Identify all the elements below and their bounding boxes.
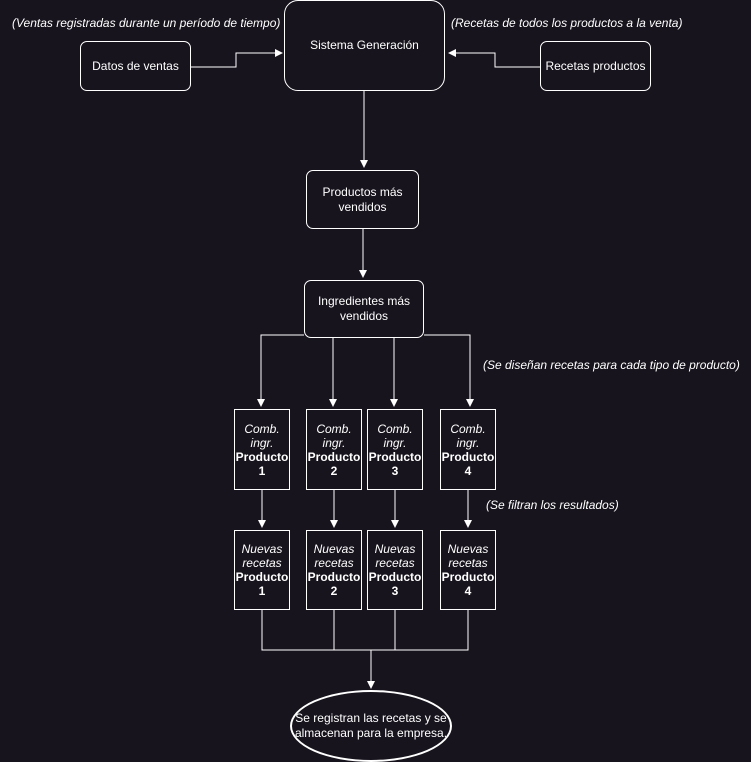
top-ingredients-node: Ingredientes más vendidos <box>304 280 424 338</box>
combo-4-line1: Comb. <box>450 421 486 436</box>
new-recipes-4-line2: recetas <box>448 556 488 570</box>
filter-results-note: (Se filtran los resultados) <box>486 498 619 512</box>
combo-4-line2: ingr. <box>456 435 480 450</box>
new-recipes-1-line1: Nuevas <box>241 542 283 556</box>
edge-sales-to-system <box>191 49 283 68</box>
sales-data-node: Datos de ventas <box>80 41 191 91</box>
top-products-node: Productos más vendidos <box>306 170 419 229</box>
system-label: Sistema Generación <box>310 38 419 52</box>
combo-2-line2: ingr. <box>322 435 346 450</box>
top-ingredients-label: Ingredientes más vendidos <box>317 294 411 323</box>
new-recipes-3-line4: 3 <box>391 584 399 598</box>
combo-3-line2: ingr. <box>383 435 407 450</box>
combo-3-line3: Producto <box>368 449 422 464</box>
new-recipes-3-line3: Producto <box>368 570 422 584</box>
top-products-label: Productos más vendidos <box>322 184 403 214</box>
new-recipes-2-line2: recetas <box>314 556 354 570</box>
new-recipes-2-line3: Producto <box>307 570 361 584</box>
edge-ingredients-branch <box>260 334 304 406</box>
edge-recipes-to-system <box>448 49 540 68</box>
new-recipes-1-line4: 1 <box>258 584 266 598</box>
sales-data-label: Datos de ventas <box>92 58 179 73</box>
new-recipes-1-line2: recetas <box>242 556 282 570</box>
combo-4-line3: Producto <box>441 449 495 464</box>
combo-2-line1: Comb. <box>316 421 352 436</box>
new-recipes-2-line4: 2 <box>330 584 338 598</box>
final-storage-label: Se registran las recetas y se almacenan … <box>294 711 448 740</box>
edge-ingredients-branch-right <box>424 334 471 406</box>
combo-2-line4: 2 <box>330 463 338 478</box>
new-recipes-4-line3: Producto <box>441 570 495 584</box>
edge-merge-bus <box>261 610 469 651</box>
new-recipes-3-line1: Nuevas <box>374 542 416 556</box>
combo-3-line1: Comb. <box>377 421 413 436</box>
new-recipes-3-line2: recetas <box>375 556 415 570</box>
new-recipes-4-line1: Nuevas <box>447 542 489 556</box>
product-recipes-node: Recetas productos <box>540 41 651 91</box>
combo-2-line3: Producto <box>307 449 361 464</box>
final-storage-node: Se registran las recetas y se almacenan … <box>290 690 452 762</box>
design-recipes-note: (Se diseñan recetas para cada tipo de pr… <box>483 358 740 372</box>
new-recipes-1-line3: Producto <box>235 570 289 584</box>
combo-1-line4: 1 <box>258 463 266 478</box>
product-recipes-label: Recetas productos <box>545 58 646 73</box>
combo-1-line1: Comb. <box>244 421 280 436</box>
combo-1-line2: ingr. <box>250 435 274 450</box>
combo-4-line4: 4 <box>464 463 472 478</box>
new-recipes-4-line4: 4 <box>464 584 472 598</box>
new-recipes-2-line1: Nuevas <box>313 542 355 556</box>
system-node: Sistema Generación <box>284 0 445 91</box>
all-recipes-note: (Recetas de todos los productos a la ven… <box>451 16 683 30</box>
combo-3-line4: 3 <box>391 463 399 478</box>
sales-period-note: (Ventas registradas durante un período d… <box>12 16 281 30</box>
combo-1-line3: Producto <box>235 449 289 464</box>
